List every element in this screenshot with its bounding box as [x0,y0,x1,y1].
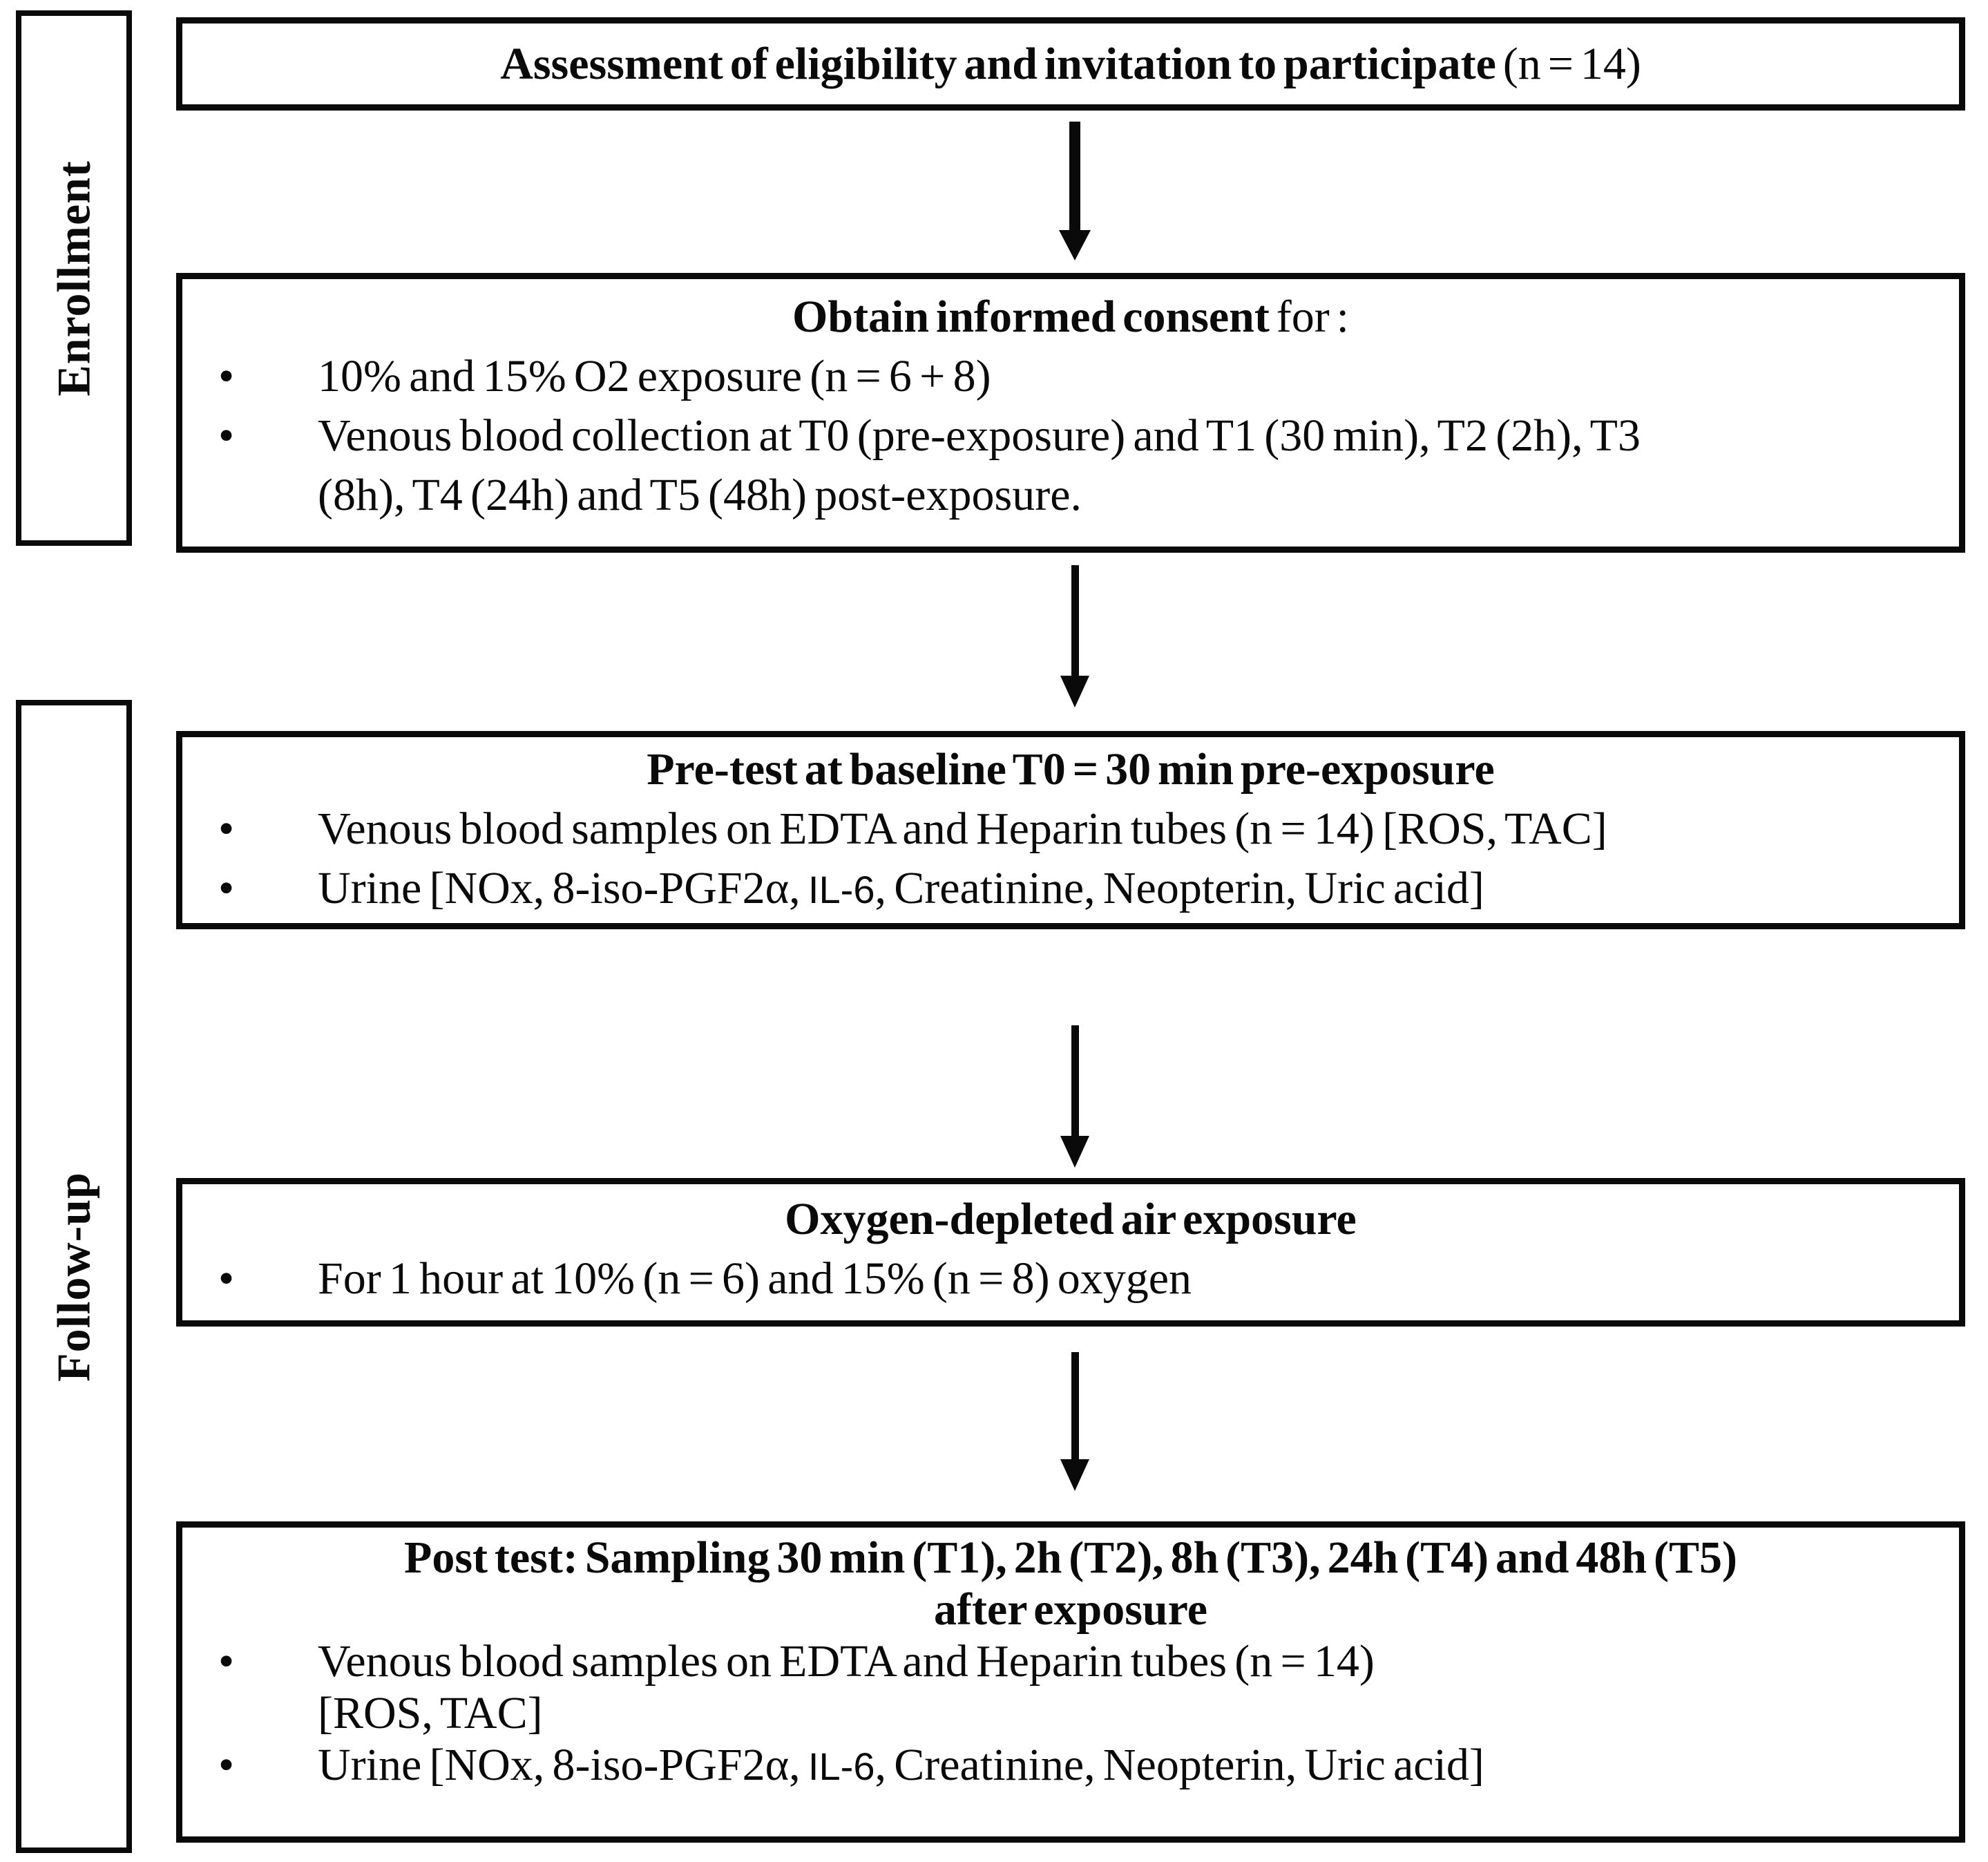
bullet-list: • Venous blood samples on EDTA and Hepari… [182,799,1959,920]
bullet-text: Venous blood collection at T0 (pre-expos… [318,410,1641,520]
stage-box-enrollment: Enrollment [16,10,132,546]
text-segment: for : [1276,292,1349,342]
text-segment: Urine [NOx, 8-iso-PGF2α, [318,1740,808,1790]
text-segment: Obtain informed consent [792,292,1277,342]
stage-box-followup: Follow-up [16,700,132,1853]
down-arrow-icon [1059,122,1091,260]
text-segment: Assessment of eligibility and invitation… [500,38,1496,89]
arrow-head [1060,676,1089,707]
text-segment: , Creatinine, Neopterin, Uric acid] [874,863,1484,913]
down-arrow-icon [1060,1352,1089,1491]
bullet-list: • For 1 hour at 10% (n = 6) and 15% (n = … [182,1249,1959,1309]
text-segment: Pre-test at baseline T0 = 30 min pre-exp… [647,744,1495,795]
arrow-head [1059,230,1091,260]
bullet-text: Venous blood samples on EDTA and Heparin… [318,804,1607,854]
bullet-item: • Urine [NOx, 8-iso-PGF2α, IL-6, Creatini… [182,859,1959,920]
bullet-text: 10% and 15% O2 exposure (n = 6 + 8) [318,351,991,401]
bullet-list: • Venous blood samples on EDTA and Hepari… [182,1635,1959,1792]
flow-box-eligibility: Assessment of eligibility and invitation… [176,17,1965,111]
bullet-icon: • [218,1253,235,1304]
bullet-list: • 10% and 15% O2 exposure (n = 6 + 8) • Ven… [182,347,1959,525]
arrow-head [1060,1459,1089,1491]
stage-label-followup: Follow-up [47,1171,100,1382]
text-segment: , Creatinine, Neopterin, Uric acid] [874,1740,1484,1790]
arrow-head [1060,1136,1089,1168]
bullet-icon: • [218,1740,235,1790]
down-arrow-icon [1060,565,1089,707]
text-segment: Venous blood samples on EDTA and Heparin… [318,804,1607,854]
text-segment: 10% and 15% O2 exposure (n = 6 + 8) [318,351,991,401]
arrow-stem [1069,122,1080,230]
bullet-text: For 1 hour at 10% (n = 6) and 15% (n = 8… [318,1253,1192,1304]
text-segment: Urine [NOx, 8-iso-PGF2α, [318,863,808,913]
down-arrow-icon [1060,1025,1089,1168]
box-title: Obtain informed consent for : [182,287,1959,347]
sans-text-segment: IL-6 [807,1745,875,1788]
bullet-icon: • [218,410,235,461]
box-title: Oxygen-depleted air exposure [182,1190,1959,1249]
flow-box-pretest: Pre-test at baseline T0 = 30 min pre-exp… [176,731,1965,929]
text-segment: Oxygen-depleted air exposure [785,1194,1357,1244]
bullet-icon: • [218,863,235,913]
box-title: Assessment of eligibility and invitation… [500,38,1641,89]
arrow-stem [1071,1352,1079,1459]
box-title: Pre-test at baseline T0 = 30 min pre-exp… [182,740,1959,799]
bullet-icon: • [218,351,235,401]
text-segment: For 1 hour at 10% (n = 6) and 15% (n = 8… [318,1253,1192,1304]
sans-text-segment: IL-6 [807,868,875,911]
text-segment: Post test: Sampling 30 min (T1), 2h (T2)… [404,1532,1737,1635]
bullet-icon: • [218,1636,235,1687]
bullet-item: • For 1 hour at 10% (n = 6) and 15% (n = … [182,1249,1959,1309]
bullet-item: • Urine [NOx, 8-iso-PGF2α, IL-6, Creatini… [182,1739,1959,1792]
text-segment: Venous blood samples on EDTA and Heparin… [318,1636,1375,1738]
flow-box-posttest: Post test: Sampling 30 min (T1), 2h (T2)… [176,1521,1965,1843]
bullet-text: Urine [NOx, 8-iso-PGF2α, IL-6, Creatinin… [318,863,1484,913]
arrow-stem [1071,1025,1079,1136]
bullet-text: Venous blood samples on EDTA and Heparin… [318,1636,1375,1738]
bullet-item: • Venous blood collection at T0 (pre-expo… [182,406,1959,525]
flow-box-consent: Obtain informed consent for : • 10% and 1… [176,273,1965,553]
bullet-item: • Venous blood samples on EDTA and Hepari… [182,1635,1959,1739]
arrow-stem [1071,565,1079,676]
bullet-text: Urine [NOx, 8-iso-PGF2α, IL-6, Creatinin… [318,1740,1484,1790]
box-title: Post test: Sampling 30 min (T1), 2h (T2)… [182,1532,1959,1635]
flow-box-exposure: Oxygen-depleted air exposure • For 1 hour… [176,1178,1965,1327]
text-segment: (n = 14) [1495,38,1641,89]
text-segment: Venous blood collection at T0 (pre-expos… [318,410,1641,520]
bullet-item: • 10% and 15% O2 exposure (n = 6 + 8) [182,347,1959,406]
stage-label-enrollment: Enrollment [47,160,100,397]
bullet-icon: • [218,804,235,854]
bullet-item: • Venous blood samples on EDTA and Hepari… [182,799,1959,859]
